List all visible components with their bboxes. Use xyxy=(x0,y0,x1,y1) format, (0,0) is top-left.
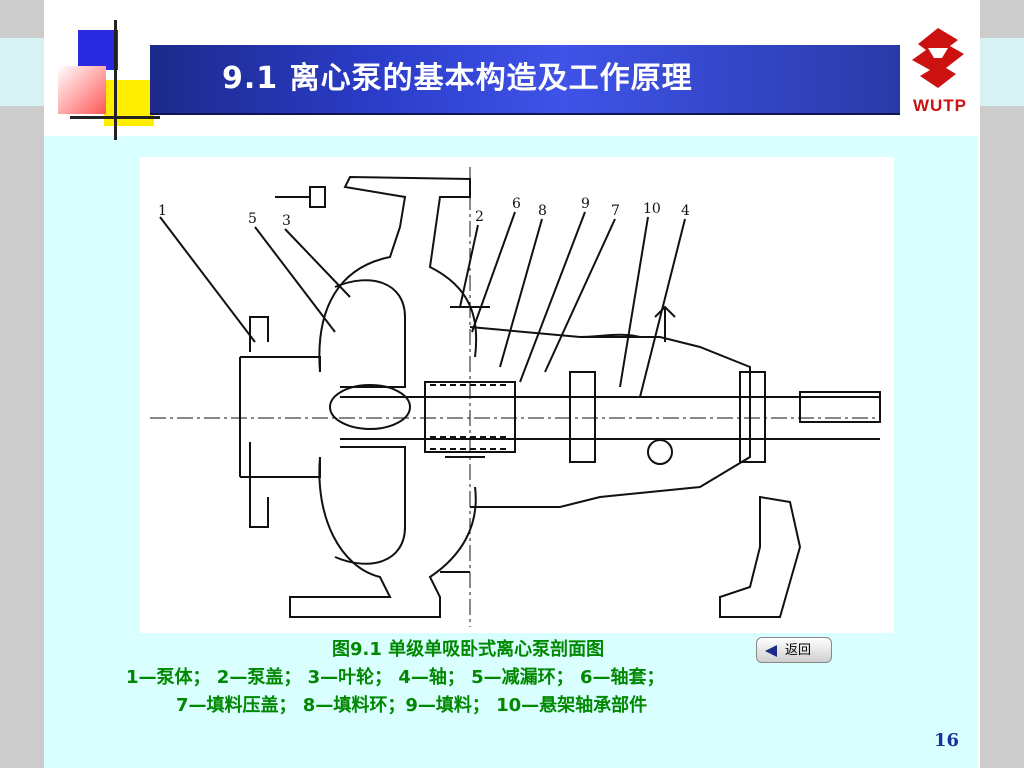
logo-text: WUTP xyxy=(912,96,968,115)
part-label: 5 xyxy=(248,211,257,227)
part-label: 4 xyxy=(681,203,690,219)
legend-line-1: 1—泵体； 2—泵盖； 3—叶轮； 4—轴； 5—减漏环； 6—轴套； xyxy=(126,667,665,688)
page-title: 9.1 离心泵的基本构造及工作原理 xyxy=(222,61,693,96)
back-button[interactable]: 返回 xyxy=(756,637,832,663)
part-label: 6 xyxy=(512,196,521,212)
part-label: 10 xyxy=(643,201,661,217)
part-label: 3 xyxy=(282,213,291,229)
title-bar xyxy=(150,45,900,115)
part-label: 9 xyxy=(581,196,590,212)
legend-line-2: 7—填料压盖； 8—填料环；9—填料； 10—悬架轴承部件 xyxy=(176,695,648,716)
part-label: 1 xyxy=(158,203,167,219)
pump-cross-section-diagram: 1 5 3 2 6 8 9 7 10 4 xyxy=(140,157,894,633)
part-label: 7 xyxy=(611,203,620,219)
part-label: 2 xyxy=(475,209,484,225)
back-button-label: 返回 xyxy=(785,643,812,658)
part-label: 8 xyxy=(538,203,547,219)
figure-caption: 图9.1 单级单吸卧式离心泵剖面图 xyxy=(332,639,605,660)
left-arrow-icon xyxy=(765,645,777,657)
page-number: 16 xyxy=(934,730,960,751)
decorative-squares xyxy=(0,0,160,140)
wutp-logo-icon xyxy=(912,28,964,88)
